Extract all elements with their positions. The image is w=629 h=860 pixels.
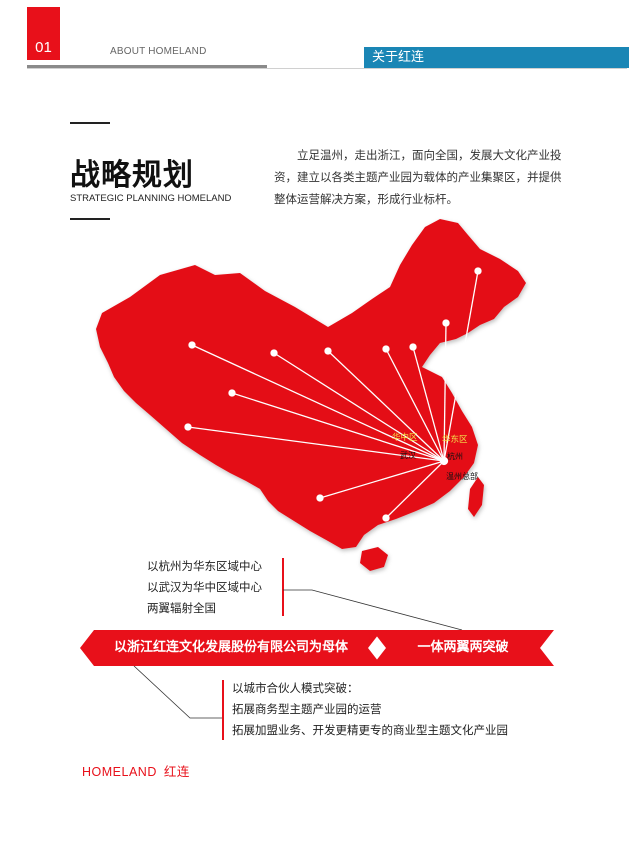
radiation-line	[231, 392, 445, 462]
page-subtitle: STRATEGIC PLANNING HOMELAND	[70, 193, 232, 204]
mainland-shape	[96, 219, 526, 549]
city-dot	[270, 349, 278, 357]
banner-left-text: 以浙江红连文化发展股份有限公司为母体	[113, 640, 348, 655]
radiation-line	[385, 348, 445, 462]
radiation-line	[187, 426, 445, 462]
section-tag: 关于红连	[364, 47, 629, 68]
banner-left: 以浙江红连文化发展股份有限公司为母体	[80, 630, 382, 666]
city-dot	[409, 343, 417, 351]
label-wuhan: 武汉	[400, 450, 416, 460]
header-rule-thin	[27, 68, 627, 69]
radiation-line	[327, 350, 445, 462]
page-number: 01	[27, 7, 60, 60]
header-rule	[27, 65, 267, 68]
city-dot	[316, 494, 324, 502]
radiation-line	[443, 270, 479, 462]
city-dot	[188, 341, 196, 349]
radiation-line	[443, 322, 447, 462]
city-dot	[228, 389, 236, 397]
strategy-list-top: 以杭州为华东区域中心 以武汉为华中区域中心 两翼辐射全国	[147, 556, 262, 619]
china-map: 华中区 华东区 武汉 杭州 温州总部	[96, 219, 526, 571]
strategy-list-bottom: 以城市合伙人模式突破： 拓展商务型主题产业园的运营 拓展加盟业务、开发更精更专的…	[232, 678, 508, 741]
radiation-line	[273, 352, 445, 462]
city-dot	[324, 347, 332, 355]
city-dot	[442, 319, 450, 327]
hainan-shape	[360, 547, 388, 571]
radiation-line	[319, 460, 445, 499]
list-item: 以武汉为华中区域中心	[147, 580, 262, 594]
hq-dot	[439, 456, 449, 466]
list-item: 以城市合伙人模式突破：	[232, 681, 359, 695]
city-dot	[184, 423, 192, 431]
list-top-bar	[282, 558, 284, 616]
list-bottom-bar	[222, 680, 224, 740]
taiwan-shape	[468, 477, 484, 517]
connector-bottom	[133, 666, 222, 719]
label-central: 华中区	[392, 432, 418, 443]
list-item: 两翼辐射全国	[147, 601, 216, 615]
list-item: 拓展加盟业务、开发更精更专的商业型主题文化产业园	[232, 723, 508, 737]
connector-top	[283, 589, 463, 631]
radiation-line	[385, 460, 445, 519]
list-item: 拓展商务型主题产业园的运营	[232, 702, 382, 716]
section-label: ABOUT HOMELAND	[110, 46, 207, 57]
title-rule-top	[70, 122, 110, 124]
title-rule-bottom	[70, 218, 110, 220]
radiation-line	[412, 346, 445, 462]
city-dot	[382, 345, 390, 353]
city-dot	[382, 514, 390, 522]
brand-en: HOMELAND	[82, 765, 157, 779]
label-hangzhou: 杭州	[447, 451, 463, 461]
label-hq: 温州总部	[446, 471, 478, 481]
label-east: 华东区	[442, 434, 468, 445]
banner-right: 一体两翼两突破	[372, 630, 554, 666]
page-title: 战略规划	[70, 158, 194, 193]
radiation-line	[191, 344, 445, 462]
intro-paragraph: 立足温州，走出浙江，面向全国，发展大文化产业投资，建立以各类主题产业园为载体的产…	[274, 148, 562, 206]
brand-logo: HOMELAND 红连	[82, 761, 190, 780]
brand-cn: 红连	[163, 765, 190, 779]
list-item: 以杭州为华东区域中心	[147, 559, 262, 573]
city-dot	[474, 267, 482, 275]
banner-right-text: 一体两翼两突破	[417, 640, 509, 655]
